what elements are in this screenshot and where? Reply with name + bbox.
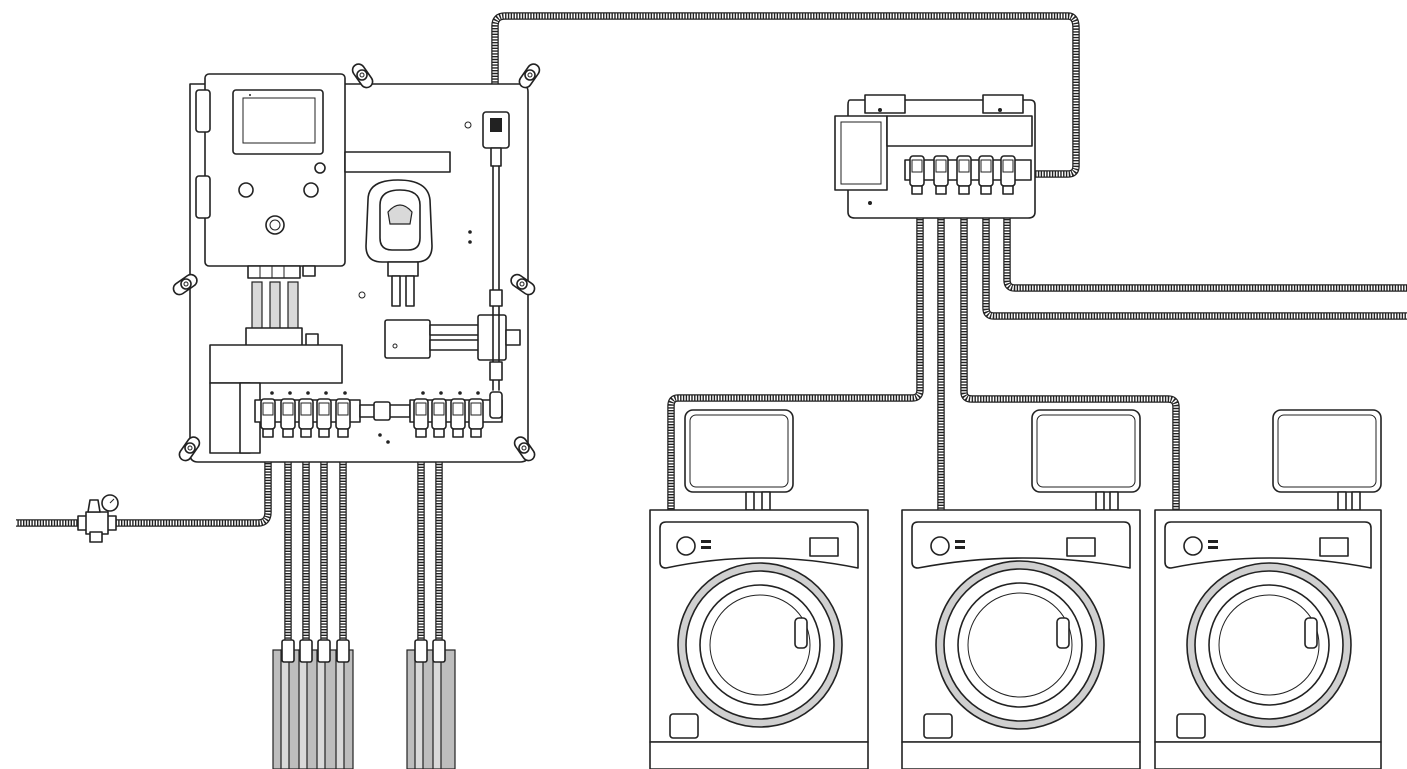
washer-3-control-interface: [1272, 409, 1382, 493]
washer-3-door-handle[interactable]: [1304, 617, 1318, 649]
product-containers-right: [406, 639, 456, 769]
washer-1-detergent-drawer[interactable]: [809, 537, 839, 557]
peristaltic-pump: [365, 179, 433, 307]
washer-1-top-panel: [659, 521, 859, 569]
water-inlet-valve: [77, 494, 119, 543]
control-button-left[interactable]: [238, 182, 254, 198]
dispenser-unit: [172, 63, 541, 463]
feed-hose-offscreen-1: [982, 198, 1407, 320]
washer-3-detergent-drawer[interactable]: [1319, 537, 1349, 557]
distribution-manifold: [834, 94, 1036, 219]
washer-3-service-panel: [1176, 713, 1206, 739]
washer-2-control-interface: [1031, 409, 1141, 493]
washer-3-door[interactable]: [1208, 584, 1330, 706]
washer-1-door[interactable]: [699, 584, 821, 706]
washer-2-door-handle[interactable]: [1056, 617, 1070, 649]
washer-3: [1154, 409, 1382, 769]
water-flow-switch: [482, 111, 510, 391]
valve-manifold-right: [409, 391, 503, 438]
hose-network: [16, 12, 1407, 650]
emergency-stop-button[interactable]: [265, 215, 285, 235]
washer-1-start-button[interactable]: [676, 536, 696, 556]
washer-1-service-panel: [669, 713, 699, 739]
control-button-right[interactable]: [303, 182, 319, 198]
washer-1-door-handle[interactable]: [794, 617, 808, 649]
status-led-icon: [314, 162, 326, 174]
manifold-control-box: [834, 115, 888, 191]
junction-box: [209, 344, 343, 454]
washer-2-door[interactable]: [957, 582, 1083, 708]
washer-1-control-interface: [684, 409, 794, 493]
touch-screen[interactable]: [232, 89, 324, 155]
washer-2: [901, 409, 1141, 769]
controller-box: [195, 73, 346, 279]
washer-3-start-button[interactable]: [1183, 536, 1203, 556]
feed-hose-offscreen-2: [1003, 198, 1407, 292]
washer-2-service-panel: [923, 713, 953, 739]
feed-hose-washer-1: [667, 198, 924, 510]
washer-1: [649, 409, 869, 769]
washer-2-detergent-drawer[interactable]: [1066, 537, 1096, 557]
product-containers-left: [272, 639, 354, 769]
washer-2-start-button[interactable]: [930, 536, 950, 556]
wall-mount-bolts: [172, 63, 541, 462]
